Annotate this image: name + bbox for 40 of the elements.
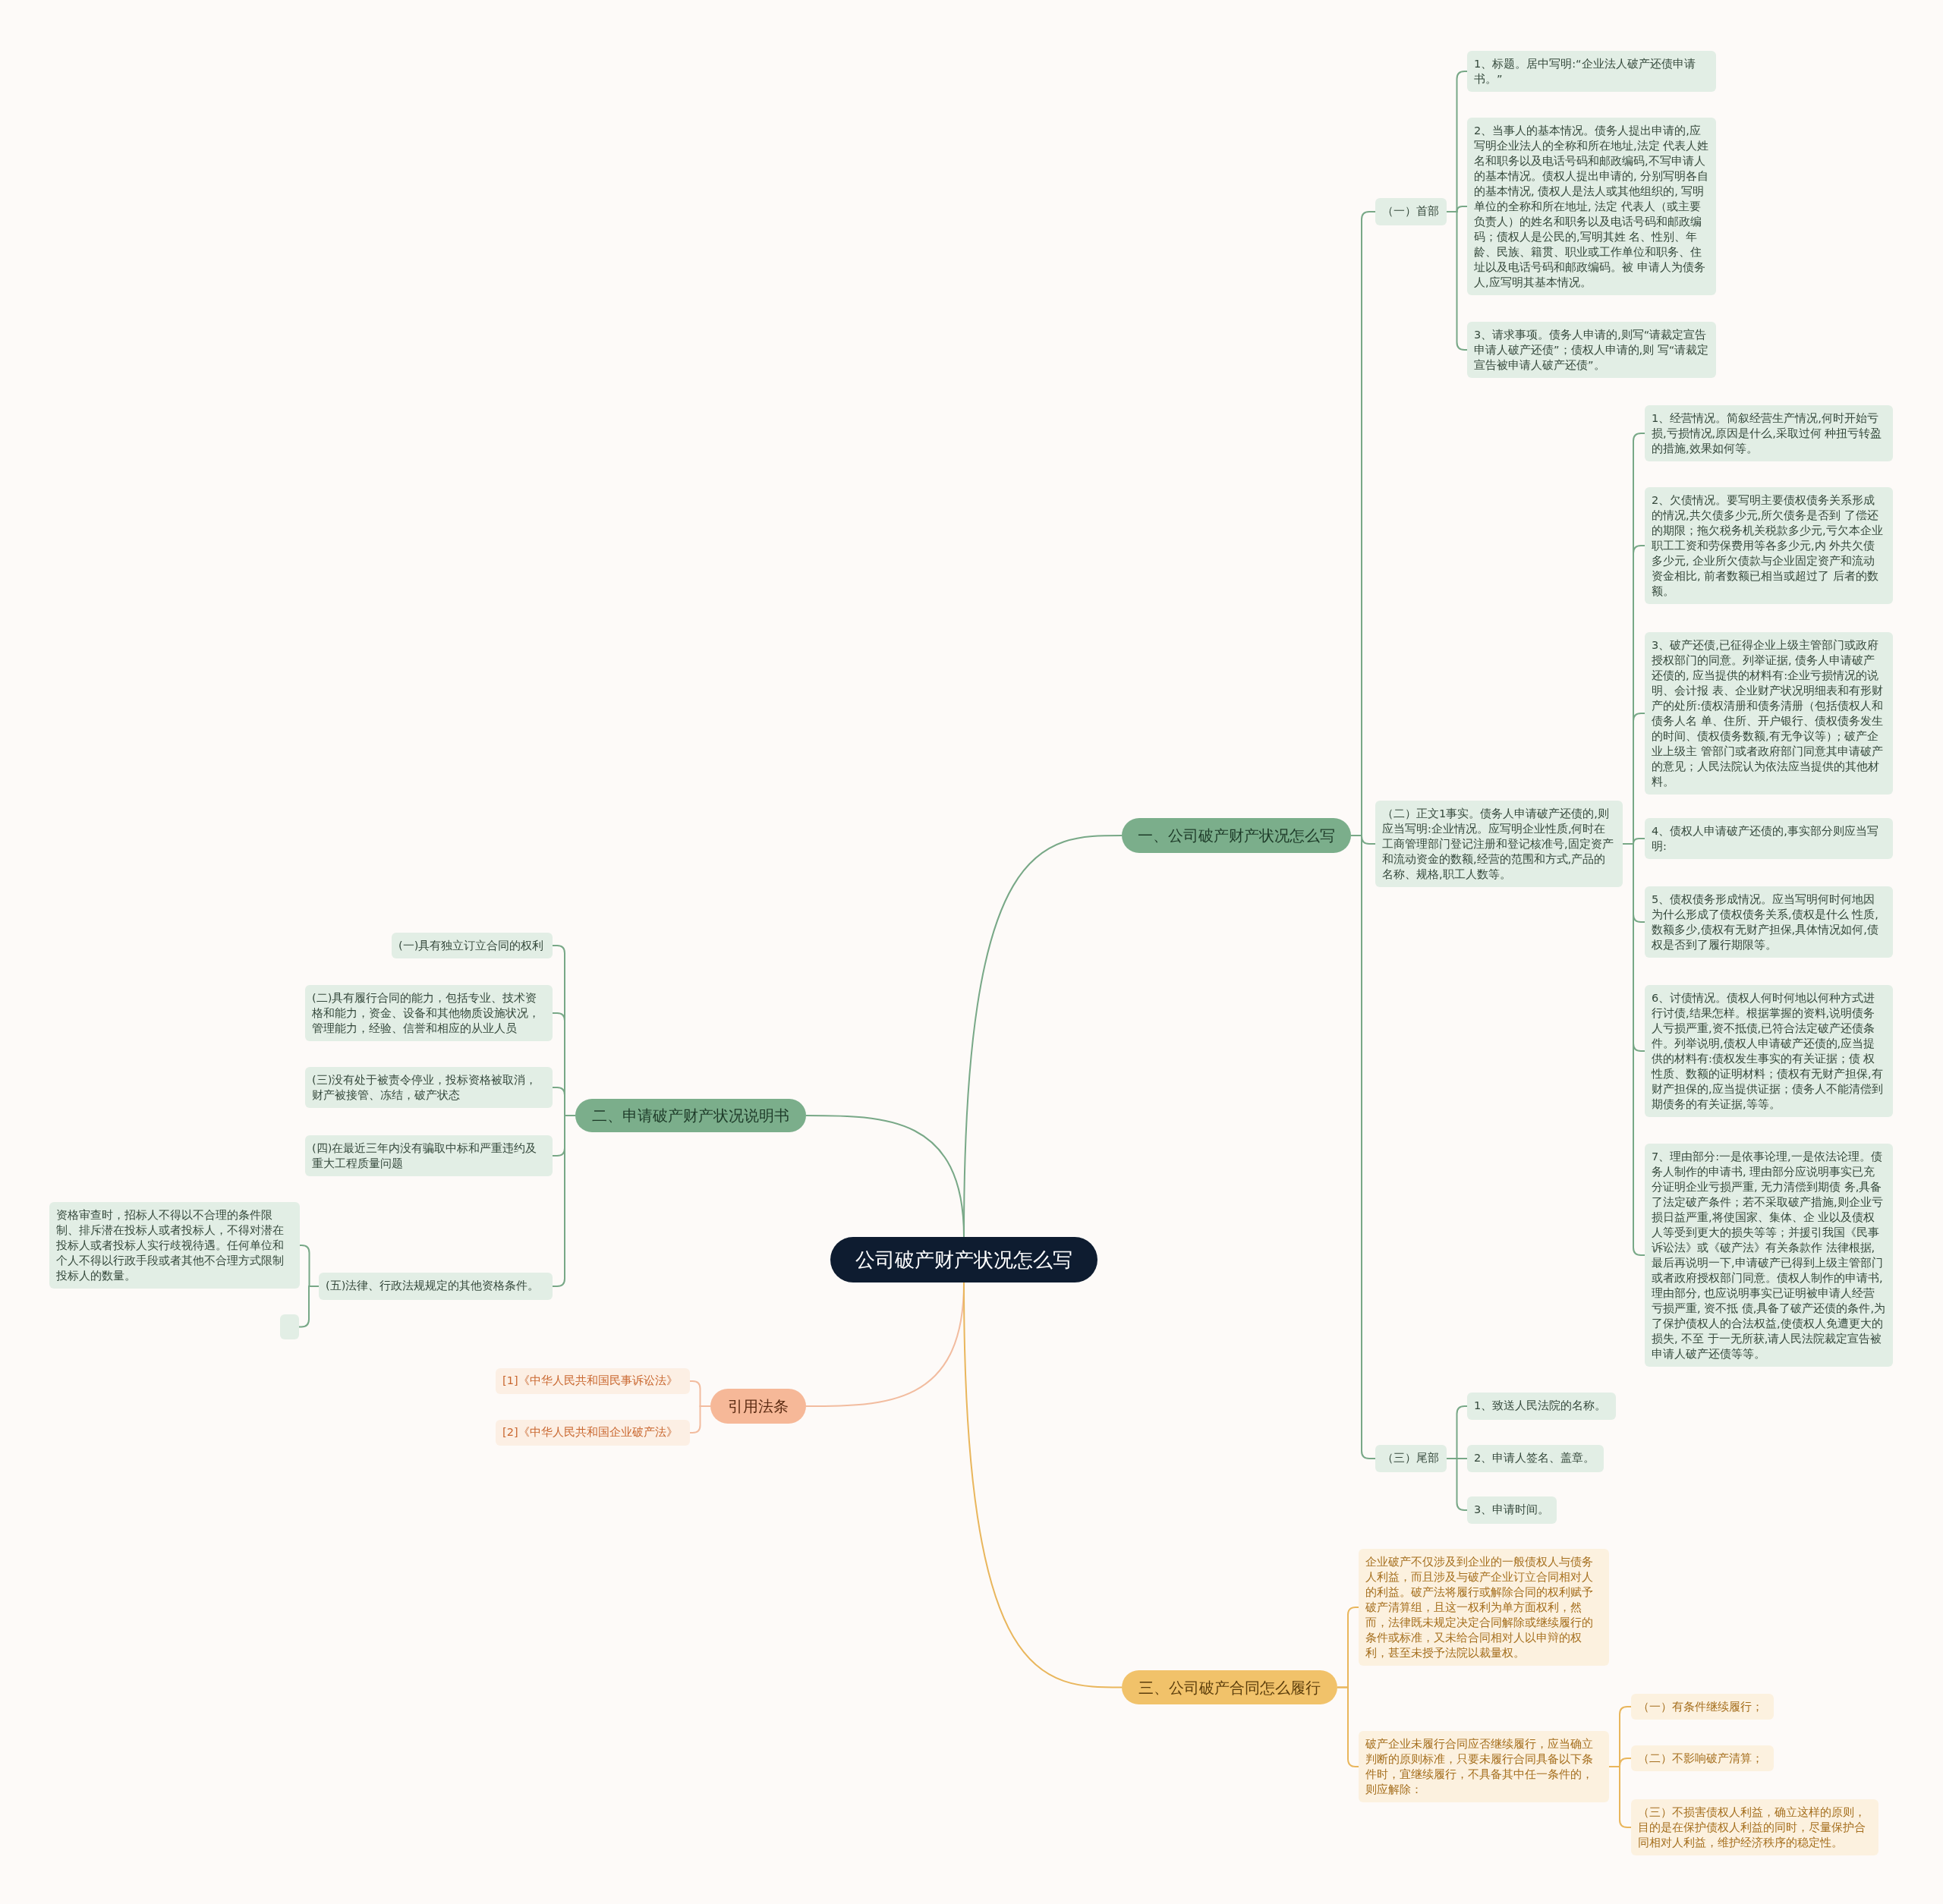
subtopic-box: 2、当事人的基本情况。债务人提出申请的,应写明企业法人的全称和所在地址,法定 代表人姓名和职务以及电话号码和邮政编码,不写申请人的基本情况。债权人提出申请的, 分别写明各自的基本情况, 债权人是法人或其他组织的, 写明单位的全称和所在地址, 法定 代表人（或主要负责人）的姓名和职务以及电话号码和邮政编码；债权人是公民的,写明其姓 名、性别、年龄、民族、籍贯、职业或工作单位和职务、住址以及电话号码和邮政编码。被 申请人为债务人,应写明其基本情况。 — [1467, 118, 1716, 295]
subtopic-box: 1、致送人民法院的名称。 — [1467, 1393, 1616, 1420]
subtopic-box: 企业破产不仅涉及到企业的一般债权人与债务人利益，而且涉及与破产企业订立合同相对人的利益。破产法将履行或解除合同的权利赋予破产清算组，且这一权利为单方面权利，然而，法律既未规定决定合同解除或继续履行的条件或标准，又未给合同相对人以申辩的权利，甚至未授予法院以裁量权。 — [1359, 1549, 1609, 1666]
subtopic-box: 3、请求事项。债务人申请的,则写“请裁定宣告申请人破产还债”；债权人申请的,则 写“请裁定宣告被申请人破产还债”。 — [1467, 322, 1716, 378]
empty-topic-box — [280, 1314, 299, 1339]
subtopic-box: (五)法律、行政法规规定的其他资格条件。 — [319, 1273, 553, 1300]
subtopic-box: （一）有条件继续履行； — [1631, 1694, 1774, 1720]
connector-line — [1337, 1686, 1359, 1767]
branch-topic: 三、公司破产合同怎么履行 — [1122, 1670, 1337, 1704]
subtopic-box: 1、经营情况。简叙经营生产情况,何时开始亏损,亏损情况,原因是什么,采取过何 种扭亏转盈的措施,效果如何等。 — [1645, 405, 1893, 461]
subtopic-box: 7、理由部分:一是依事论理,一是依法论理。债务人制作的申请书, 理由部分应说明事实已充分证明企业亏损严重, 无力清偿到期债 务,具备了法定破产条件；若不采取破产措施,则企业亏损日益严重,将使国家、集体、企 业以及债权人等受到更大的损失等等；并援引我国《民事诉讼法》或《破产法》有关条款作 法律根据,最后再说明一下,申请破产已得到上级主管部门或者政府授权部门同意。债权人制作的申请书, 理由部分, 也应说明事实已证明被申请人经营亏损严重, 资不抵 债,具备了破产还债的条件,为了保护债权人的合法权益,使债权人免遭更大的损失, 不至 于一无所获,请人民法院裁定宣告被申请人破产还债等等。 — [1645, 1144, 1893, 1367]
subtopic-box: （三）尾部 — [1375, 1445, 1447, 1472]
branch-topic: 二、申请破产财产状况说明书 — [575, 1099, 806, 1132]
subtopic-box: (二)具有履行合同的能力，包括专业、技术资格和能力，资金、设备和其他物质设施状况，管理能力，经验、信誉和相应的从业人员 — [305, 985, 553, 1041]
connector-line — [298, 1286, 320, 1328]
connector-line — [689, 1405, 711, 1434]
subtopic-box: [1]《中华人民共和国民事诉讼法》 — [496, 1368, 690, 1394]
subtopic-box: 2、欠债情况。要写明主要债权债务关系形成的情况,共欠债多少元,所欠债务是否到 了偿还的期限；拖欠税务机关税款多少元,亏欠本企业职工工资和劳保费用等各多少元,内 外共欠债多少元, 企业所欠债款与企业固定资产和流动资金相比, 前者数额已相当或超过了 后者的数额。 — [1645, 487, 1893, 604]
subtopic-box: 1、标题。居中写明:“企业法人破产还债申请书。” — [1467, 51, 1716, 92]
central-topic: 公司破产财产状况怎么写 — [830, 1237, 1097, 1282]
subtopic-box: 5、债权债务形成情况。应当写明何时何地因为什么形成了债权债务关系,债权是什么 性质,数额多少,债权有无财产担保,具体情况如何,债权是否到了履行期限等。 — [1645, 886, 1893, 958]
subtopic-box: (三)没有处于被责令停业，投标资格被取消，财产被接管、冻结，破产状态 — [305, 1067, 553, 1108]
subtopic-box: [2]《中华人民共和国企业破产法》 — [496, 1420, 690, 1446]
subtopic-box: （一）首部 — [1375, 198, 1447, 225]
subtopic-box: 资格审查时，招标人不得以不合理的条件限制、排斥潜在投标人或者投标人，不得对潜在投标人或者投标人实行歧视待遇。任何单位和个人不得以行政手段或者其他不合理方式限制投标人的数量。 — [49, 1202, 300, 1289]
subtopic-box: （二）正文1事实。债务人申请破产还债的,则应当写明:企业情况。应写明企业性质,何时在工商管理部门登记注册和登记核准号,固定资产和流动资金的数额,经营的范围和方式,产品的名称、规格,职工人数等。 — [1375, 801, 1623, 887]
subtopic-box: 3、申请时间。 — [1467, 1496, 1557, 1524]
subtopic-box: (一)具有独立订立合同的权利 — [392, 933, 553, 958]
subtopic-box: 3、破产还债,已征得企业上级主管部门或政府授权部门的同意。列举证据, 债务人申请破产还债的, 应当提供的材料有:企业亏损情况的说明、会计报 表、企业财产状况明细表和有形财产的处所:债权清册和债务清册（包括债权人和债务人名 单、住所、开户银行、债权债务发生的时间、债权债务数额,有无争议等）; 破产企业上级主 管部门或者政府部门同意其申请破产的意见；人民法院认为依法应当提供的其他材料。 — [1645, 632, 1893, 795]
subtopic-box: 4、债权人申请破产还债的,事实部分则应当写明: — [1645, 818, 1893, 859]
subtopic-box: （二）不影响破产清算； — [1631, 1745, 1774, 1771]
subtopic-box: (四)在最近三年内没有骗取中标和严重违约及重大工程质量问题 — [305, 1135, 553, 1176]
connector-line — [805, 1115, 965, 1238]
branch-topic: 引用法条 — [710, 1389, 806, 1424]
subtopic-box: 破产企业未履行合同应否继续履行，应当确立判断的原则标准，只要未履行合同具备以下条件时，宜继续履行，不具备其中任一条件的，则应解除： — [1359, 1731, 1609, 1802]
subtopic-box: 2、申请人签名、盖章。 — [1467, 1445, 1604, 1472]
connector-line — [963, 1282, 1123, 1688]
branch-topic: 一、公司破产财产状况怎么写 — [1122, 818, 1351, 853]
subtopic-box: 6、讨债情况。债权人何时何地以何种方式进行讨债,结果怎样。根据掌握的资料,说明债务人亏损严重,资不抵债,已符合法定破产还债条件。列举说明,债权人申请破产还债的,应当提供的材料有:债权发生事实的有关证据；债 权性质、数额的证明材料；债权有无财产担保,有财产担保的,应当提供证据；债务人不能清偿到期债务的有关证据,等等。 — [1645, 985, 1893, 1117]
subtopic-box: （三）不损害债权人利益，确立这样的原则，目的是在保护债权人利益的同时，尽量保护合同相对人利益，维护经济秩序的稳定性。 — [1631, 1799, 1878, 1855]
